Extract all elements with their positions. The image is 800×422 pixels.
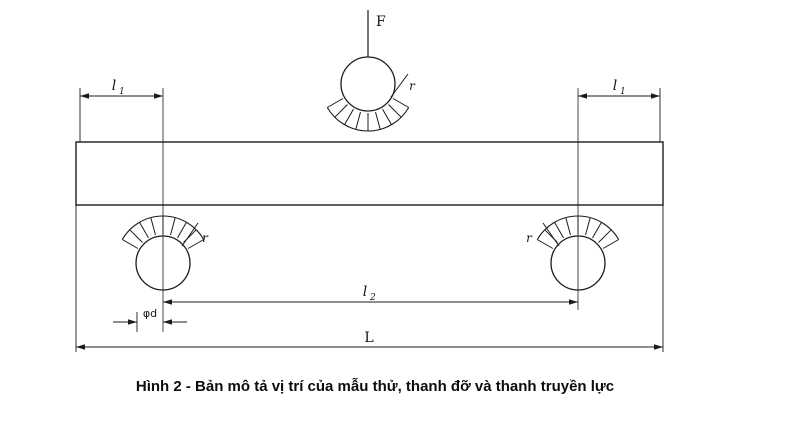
radius-label-right: r [526,231,533,245]
top-roller-circle [340,56,396,112]
radius-tick-right [542,222,560,247]
radius-label-top: r [409,79,416,93]
dim-l2-label: l [363,284,367,300]
dim-l2: l 2 [163,284,578,305]
top-roller-hatch-arc [326,107,410,132]
dim-phi-d: φd [113,307,187,332]
dim-l1-left-label: l [112,78,116,94]
figure-caption: Hình 2 - Bản mô tả vị trí của mẫu thử, t… [136,378,614,395]
dim-total-length: L [75,205,664,352]
dim-total-length-label: L [364,330,373,346]
force-indicator: F [367,10,386,57]
dim-l1-right-label: l [613,78,617,94]
dim-l1-right-sub: 1 [620,87,626,97]
dim-l2-sub: 2 [369,293,376,303]
top-roller-hatch [326,98,410,132]
force-label: F [376,14,386,30]
radius-tick-left [181,222,199,247]
radius-label-left: r [202,231,209,245]
dim-l1-right: l 1 [578,78,661,142]
dim-l1-left-sub: 1 [119,87,125,97]
dim-phi-d-label: φd [143,307,157,320]
dim-l1-left: l 1 [79,78,163,142]
specimen-beam [75,141,664,206]
radius-tick-top [390,73,409,98]
